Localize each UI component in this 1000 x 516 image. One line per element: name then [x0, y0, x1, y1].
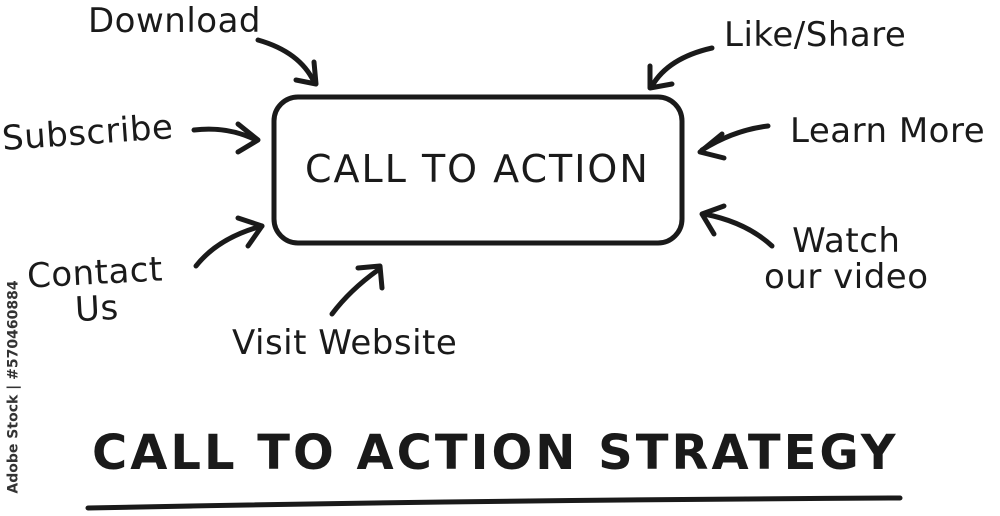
arrow-like-share-icon [647, 45, 715, 91]
label-learn-more: Learn More [790, 111, 986, 151]
label-watch-video: Watch our video [764, 221, 929, 297]
arrow-visit-icon [329, 263, 385, 317]
label-watch-line1: Watch [792, 221, 901, 261]
label-like-share: Like/Share [724, 15, 907, 55]
watermark: Adobe Stock | #570460884 [2, 272, 26, 502]
arrow-subscribe-icon [191, 121, 261, 155]
diagram-title: CALL TO ACTION STRATEGY [92, 425, 899, 481]
label-download: Download [88, 1, 262, 41]
label-watch-line2: our video [764, 256, 929, 297]
arrow-download-icon [255, 37, 319, 87]
label-visit-website: Visit Website [232, 323, 458, 363]
title-underline [85, 495, 903, 511]
arrow-contact-icon [193, 215, 265, 269]
arrow-learn-more-icon [697, 123, 771, 161]
arrow-watch-icon [699, 203, 775, 249]
label-contact-us: Contact Us [26, 249, 165, 330]
center-box [271, 94, 685, 246]
center-label: CALL TO ACTION [305, 147, 650, 191]
watermark-text: Adobe Stock | #570460884 [6, 280, 23, 494]
